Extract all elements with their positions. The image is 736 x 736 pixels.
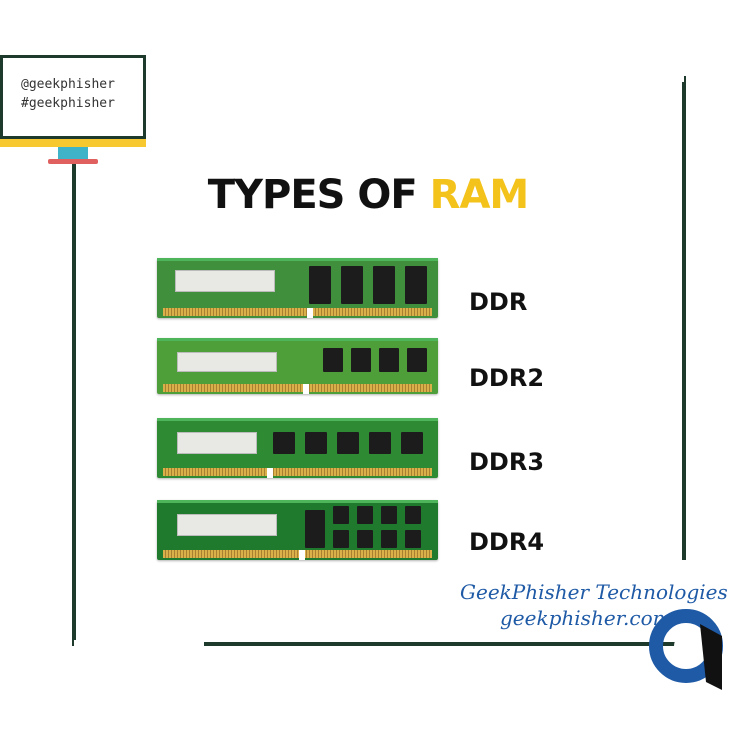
- memory-chip: [369, 432, 391, 454]
- module-notch: [307, 308, 313, 318]
- monitor-base: [0, 139, 146, 147]
- page-title: TYPES OF RAM: [0, 172, 736, 218]
- module-sticker: [177, 352, 277, 372]
- module-pins: [163, 550, 432, 558]
- module-pins: [163, 308, 432, 316]
- module-sticker: [175, 270, 275, 292]
- monitor-foot: [48, 159, 98, 164]
- ram-label-ddr3: DDR3: [469, 448, 545, 476]
- memory-chip: [405, 266, 427, 304]
- memory-chip: [379, 348, 399, 372]
- frame-gap-right: [680, 560, 688, 650]
- ddr2-module-image: [157, 338, 438, 394]
- frame-gap-bottom: [74, 640, 204, 648]
- memory-chip: [357, 506, 373, 524]
- memory-chip: [341, 266, 363, 304]
- memory-chip: [381, 530, 397, 548]
- logo-center: [674, 634, 698, 658]
- handle-hash-text: #geekphisher: [21, 96, 115, 111]
- module-sticker: [177, 432, 257, 454]
- ram-label-ddr2: DDR2: [469, 364, 545, 392]
- memory-chip: [351, 348, 371, 372]
- ddr3-module-image: [157, 418, 438, 478]
- brand-website[interactable]: geekphisher.com: [500, 606, 672, 630]
- module-edge: [157, 338, 438, 341]
- memory-chip: [305, 510, 325, 548]
- memory-chip: [407, 348, 427, 372]
- ram-label-ddr4: DDR4: [469, 528, 545, 556]
- module-notch: [303, 384, 309, 394]
- title-main: TYPES OF: [207, 172, 430, 218]
- memory-chip: [401, 432, 423, 454]
- module-edge: [157, 258, 438, 261]
- memory-chip: [405, 530, 421, 548]
- memory-chip: [337, 432, 359, 454]
- memory-chip: [381, 506, 397, 524]
- ddr4-module-image: [157, 500, 438, 560]
- memory-chip: [305, 432, 327, 454]
- geekphisher-logo-icon: [649, 609, 723, 690]
- module-notch: [299, 550, 305, 560]
- memory-chip: [323, 348, 343, 372]
- memory-chip: [333, 530, 349, 548]
- memory-chip: [333, 506, 349, 524]
- title-accent: RAM: [429, 172, 530, 218]
- ddr-module-image: [157, 258, 438, 318]
- memory-chip: [405, 506, 421, 524]
- memory-chip: [273, 432, 295, 454]
- brand-company: GeekPhisher Technologies: [460, 580, 728, 604]
- logo-tail: [700, 624, 722, 690]
- monitor-stand: [58, 147, 88, 159]
- module-edge: [157, 500, 438, 503]
- frame-gap-top: [140, 74, 684, 82]
- module-edge: [157, 418, 438, 421]
- module-notch: [267, 468, 273, 478]
- module-pins: [163, 384, 432, 392]
- module-pins: [163, 468, 432, 476]
- handle-at-text: @geekphisher: [21, 77, 115, 92]
- memory-chip: [309, 266, 331, 304]
- monitor-graphic: @geekphisher #geekphisher: [0, 55, 146, 139]
- memory-chip: [357, 530, 373, 548]
- module-sticker: [177, 514, 277, 536]
- memory-chip: [373, 266, 395, 304]
- ram-label-ddr: DDR: [469, 288, 528, 316]
